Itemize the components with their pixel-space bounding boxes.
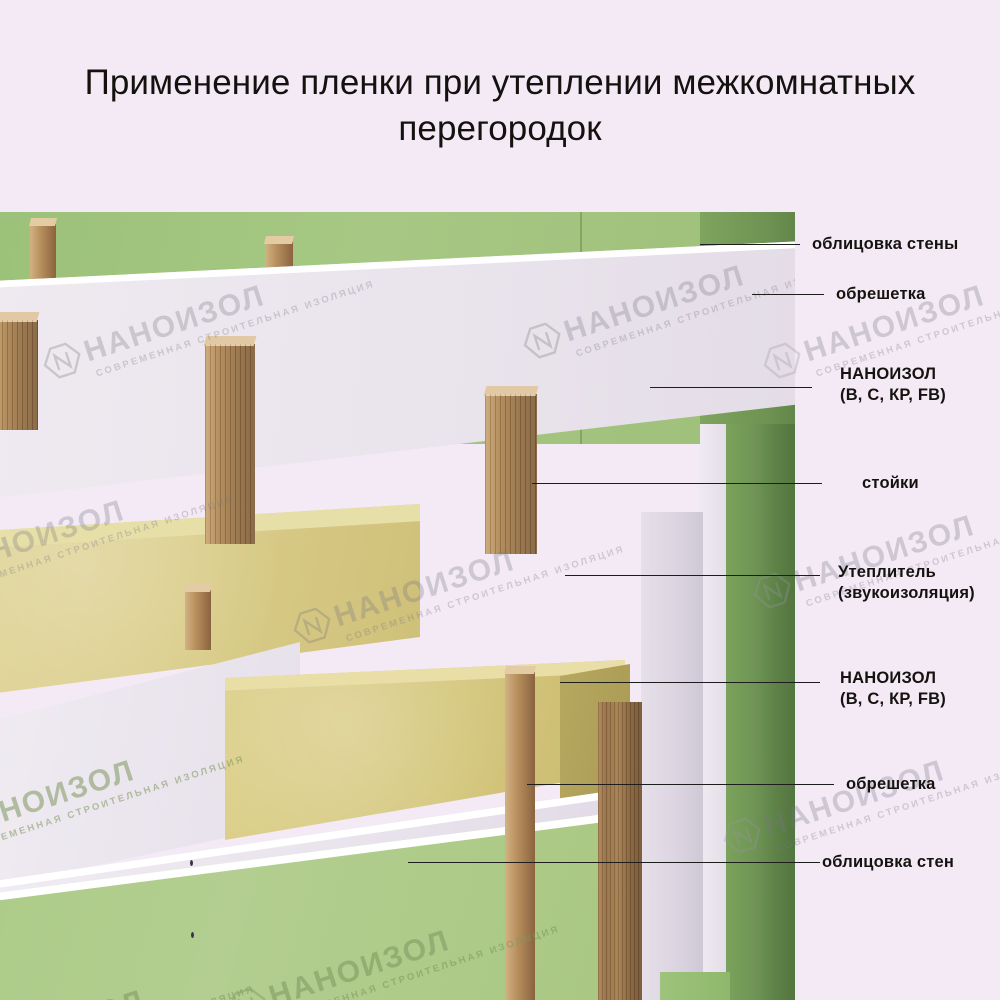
header-banner: Применение пленки при утеплении межкомна… [0,0,1000,212]
batten-block [504,666,536,1000]
callout-label-line1: стойки [862,474,919,492]
stud-plank [0,312,40,430]
callout-label-facing-top: облицовка стены [812,234,958,255]
membrane-film-vertical-inner [641,512,703,1000]
callout-leader-line [650,387,812,388]
callout-label-batten-top: обрешетка [836,284,926,305]
batten-top-face [184,584,212,592]
wall-facing-right-band [726,424,774,1000]
callout-leader-line [560,682,820,683]
screw-dot [191,932,194,938]
stud-plank [203,336,257,544]
batten-front-face [185,590,211,650]
callout-leader-line [532,483,822,484]
stud-plank-tall [598,702,642,1000]
batten-top-face [264,236,294,244]
callout-label-line1: обрешетка [846,775,936,793]
stud-front-face [205,344,255,544]
screw-dot [190,860,193,866]
callout-label-batten-bottom: обрешетка [846,774,936,795]
callout-label-line2: (звукоизоляция) [838,584,975,603]
stud-grain-texture [0,320,38,430]
callout-label-nanoizol-bottom: НАНОИЗОЛ (В, С, КР, FB) [840,668,946,711]
callout-label-studs: стойки [862,473,919,494]
batten-front-face [30,224,56,284]
callout-leader-line [408,862,820,863]
callout-label-line1: облицовка стены [812,235,959,253]
wall-facing-foreground-strip [660,972,730,1000]
batten-front-face [505,672,535,1000]
callout-label-line1: обрешетка [836,285,926,303]
wall-facing-right-edge [774,424,795,1000]
membrane-film-vertical-outer [700,424,730,1000]
batten-top-face [29,218,57,226]
batten-block [29,218,57,284]
callout-leader-line [752,294,824,295]
page-title: Применение пленки при утеплении межкомна… [84,62,916,148]
callout-label-line1: НАНОИЗОЛ [840,669,937,687]
diagram-illustration: НАНОИЗОЛ СОВРЕМЕННАЯ СТРОИТЕЛЬНАЯ ИЗОЛЯЦ… [0,212,1000,1000]
callout-label-line1: Утеплитель [838,563,936,581]
stud-grain-texture [205,344,255,544]
stud-front-face [485,394,537,554]
callout-label-facing-bottom: облицовка стен [822,852,954,873]
callout-leader-line [565,575,820,576]
callout-label-line2: (В, С, КР, FB) [840,386,946,405]
callout-label-line2: (В, С, КР, FB) [840,690,946,709]
callout-label-insulation: Утеплитель (звукоизоляция) [838,562,975,605]
batten-block [184,584,212,650]
callout-label-line1: облицовка стен [822,853,955,871]
stud-grain-texture [598,702,642,1000]
callout-leader-line [700,244,800,245]
stud-grain-texture [485,394,537,554]
callout-label-line1: НАНОИЗОЛ [840,365,937,383]
stud-front-face [0,320,38,430]
callout-label-nanoizol-top: НАНОИЗОЛ (В, С, КР, FB) [840,364,946,407]
callout-leader-line [527,784,834,785]
stud-plank [483,386,539,554]
batten-top-face [504,666,536,674]
label-panel-background [795,212,1000,1000]
